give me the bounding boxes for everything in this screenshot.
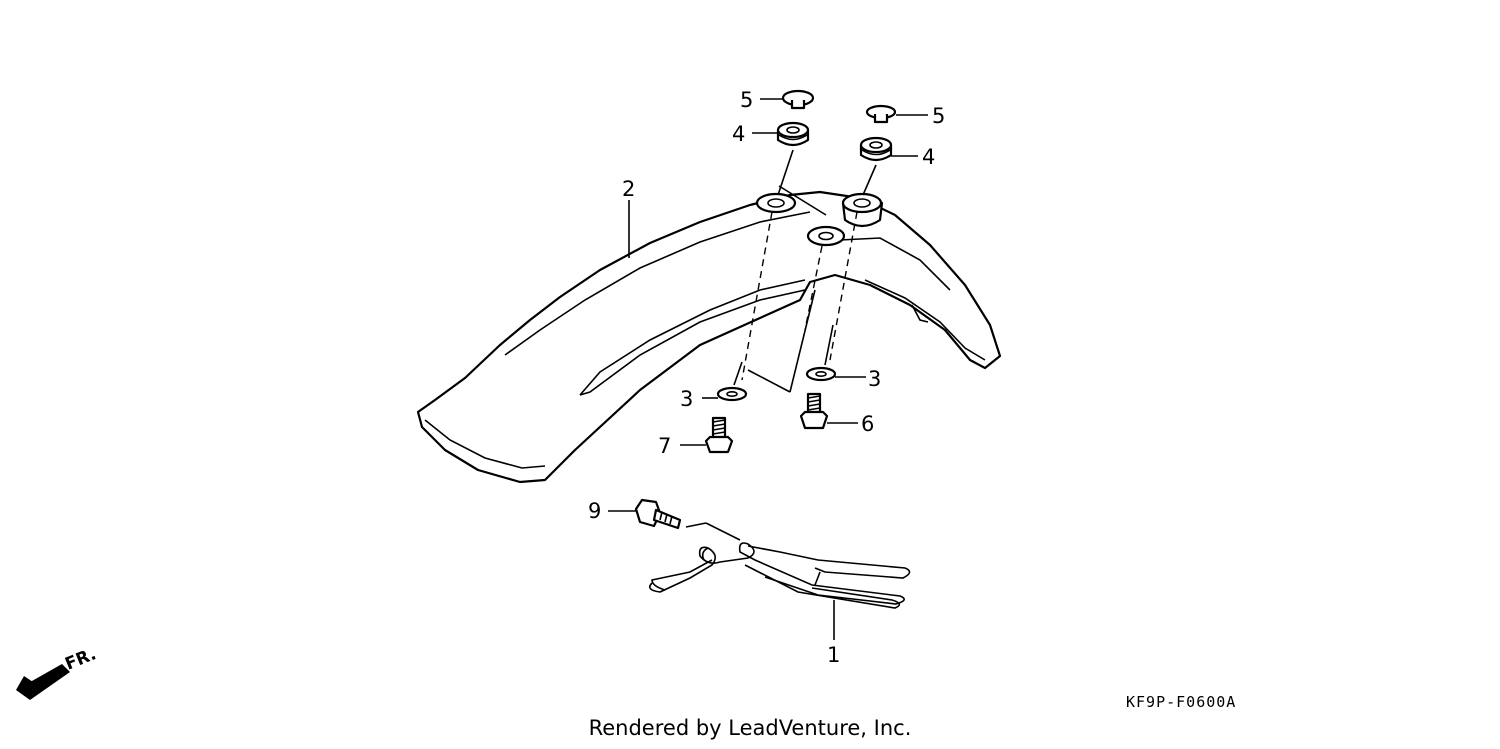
rubber-cap-left[interactable] [781,89,815,110]
grommet-right[interactable] [859,136,893,162]
callout-3-left[interactable]: 3 [680,387,693,411]
assembly-line-link [778,185,827,216]
assembly-line-vee [747,369,791,393]
callout-6[interactable]: 6 [861,412,874,436]
callout-5-right[interactable]: 5 [932,104,945,128]
callout-2[interactable]: 2 [622,177,635,201]
dashed-axis-mid [804,245,823,331]
direction-label: FR. [62,644,99,674]
front-direction-arrow: FR. [16,644,99,700]
washer-right[interactable] [805,366,837,382]
front-fender[interactable] [416,190,1002,484]
bolt-6[interactable] [799,392,829,430]
bolt-7[interactable] [704,416,734,454]
washer-left[interactable] [716,386,748,402]
assembly-line-mid-bottom [789,289,816,393]
bolt-9[interactable] [634,498,682,530]
assembly-line-9a [685,522,707,528]
callout-4-right[interactable]: 4 [922,145,935,169]
grommet-left[interactable] [776,121,810,147]
footer-credit: Rendered by LeadVenture, Inc. [588,716,912,740]
assembly-line-right-bottom [824,324,834,366]
dashed-axis-left [741,211,773,381]
diagram-code: KF9P-F0600A [1126,693,1237,711]
assembly-line-right-top [862,164,877,196]
assembly-line-9b [705,522,741,541]
assembly-line-left-top [777,149,794,196]
dashed-axis-right [829,211,858,361]
callout-5-left[interactable]: 5 [740,88,753,112]
callout-9[interactable]: 9 [588,499,601,523]
callout-4-left[interactable]: 4 [732,122,745,146]
wire-bracket[interactable] [649,542,911,609]
assembly-line-left-bottom [733,361,743,386]
callout-3-right[interactable]: 3 [868,367,881,391]
rubber-cap-right[interactable] [865,104,897,124]
callout-7[interactable]: 7 [658,434,671,458]
callout-1[interactable]: 1 [827,643,840,667]
